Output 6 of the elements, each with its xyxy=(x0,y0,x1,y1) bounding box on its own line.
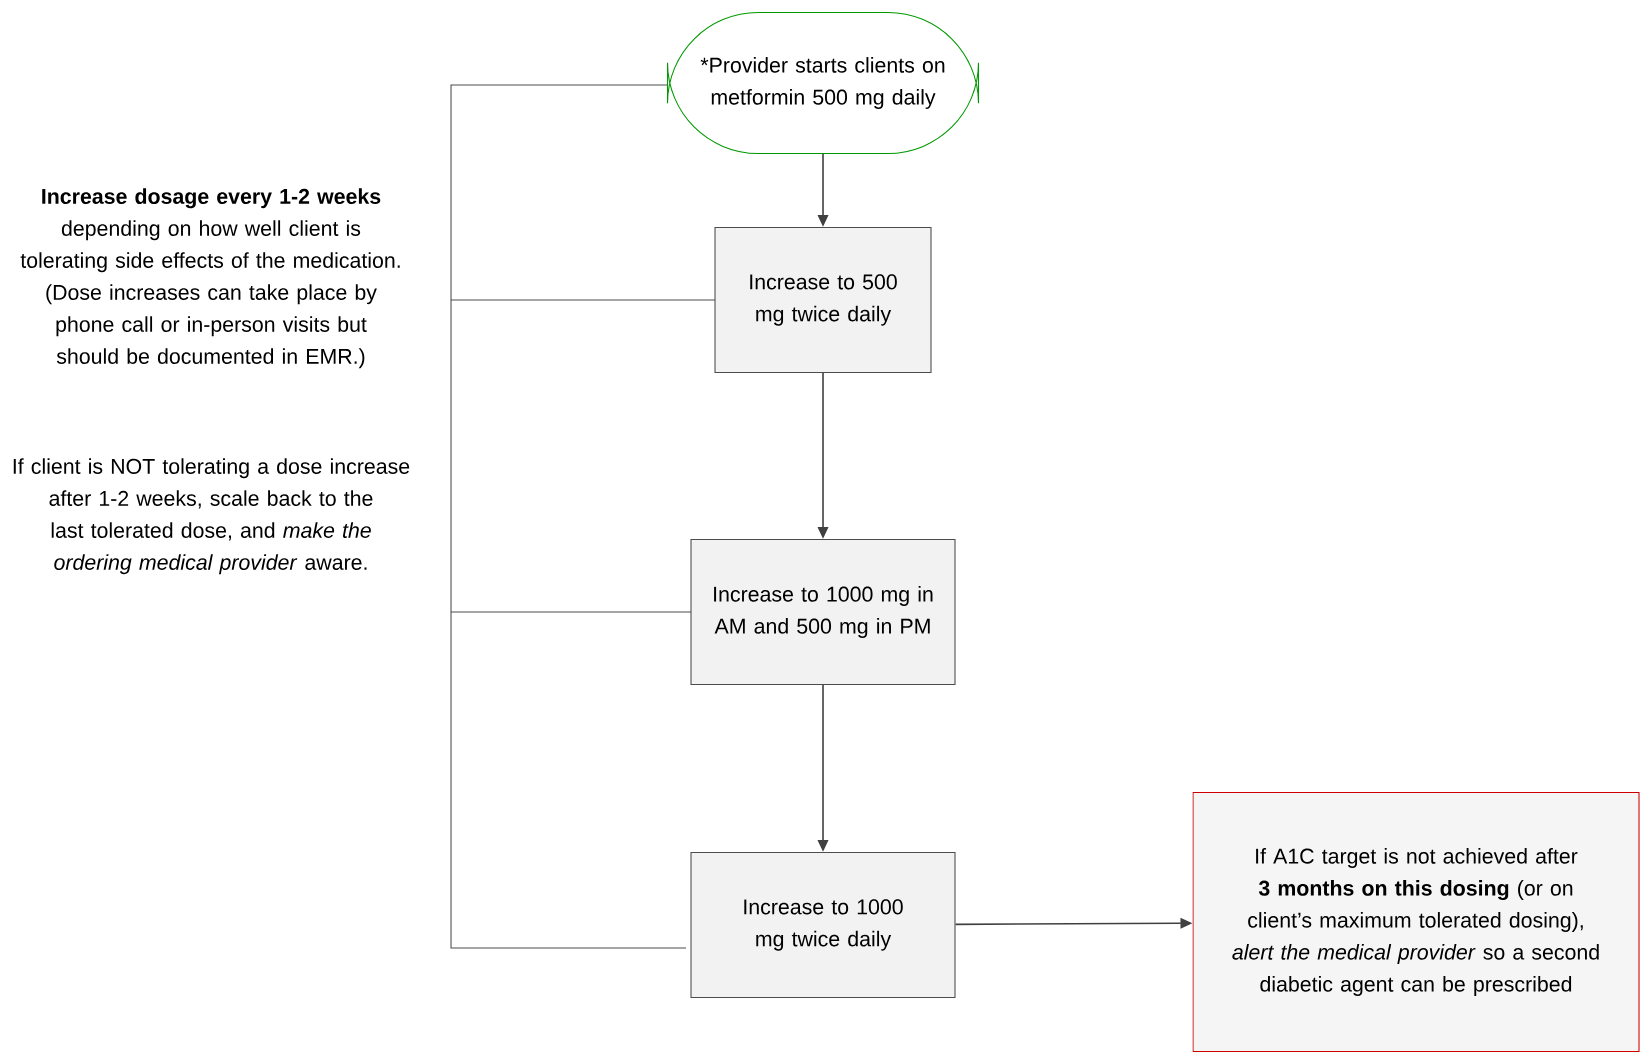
alert-box: If A1C target is not achieved after 3 months on this dosing (or on client’s maximum tolerated dosing), alert the medical provider so a second diabetic agent can be prescribed xyxy=(1192,792,1640,1052)
note-text: If client is NOT tolerating a dose increase after 1-2 weeks, scale back to the last tolerated dose, and make the ordering medical provider aware. xyxy=(13,458,410,575)
process-box: Increase to 1000 mg in AM and 500 mg in PM xyxy=(690,538,956,686)
process-box: Increase to 500 mg twice daily xyxy=(714,226,932,374)
note-text: Increase dosage every 1-2 weeks depending on how well client is tolerating side effects of the medication. (Dose increases can take place by phone call or in-person visits but should be documented in EMR.) xyxy=(20,188,400,369)
process-box: Increase to 1000 mg twice daily xyxy=(690,851,956,999)
